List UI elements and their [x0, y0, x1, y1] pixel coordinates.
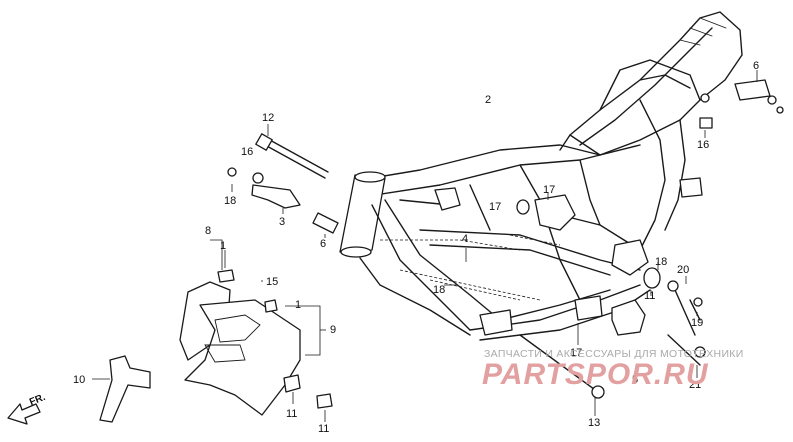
- callout-12: 12: [262, 112, 275, 124]
- callout-7: 6: [753, 60, 760, 72]
- side-cover-assembly: [179, 269, 301, 416]
- callout-1-upper: 1: [220, 240, 227, 252]
- callout-5: 5: [632, 374, 639, 386]
- watermark-logo: PARTSPOR.RU: [482, 358, 709, 391]
- callout-18-left: 18: [224, 195, 237, 207]
- callout-18-mid: 18: [433, 284, 446, 296]
- callout-11-mid: 11: [318, 423, 330, 435]
- lock-set-7: [699, 79, 784, 129]
- callout-10: 10: [73, 374, 86, 386]
- callout-20: 20: [677, 264, 690, 276]
- grommets: [283, 199, 661, 409]
- callout-14: 16: [697, 139, 710, 151]
- callout-9: 9: [330, 324, 337, 336]
- main-frame: [339, 11, 743, 341]
- callout-2: 2: [485, 94, 492, 106]
- bracket-3: [227, 167, 301, 209]
- callout-17-right: 18: [655, 256, 668, 268]
- callout-16-mid: 17: [543, 184, 556, 196]
- callout-21: 21: [689, 379, 702, 391]
- callout-1: 1: [295, 299, 302, 311]
- callout-3: 3: [279, 216, 286, 228]
- watermark-tagline: ЗАПЧАСТИ И АКСЕССУАРЫ ДЛЯ МОТОТЕХНИКИ: [484, 348, 744, 360]
- callout-17-mid: 17: [489, 201, 502, 213]
- callout-11-right: 11: [644, 290, 656, 302]
- callout-16-bottom: 17: [570, 347, 583, 359]
- bolts-right: [519, 280, 706, 399]
- callout-8: 8: [205, 225, 212, 237]
- callout-15: 15: [266, 276, 279, 288]
- front-arrow-icon: [7, 403, 41, 425]
- bolt-12: [255, 133, 329, 179]
- callout-4: 4: [462, 233, 469, 245]
- callout-13: 13: [588, 417, 601, 429]
- stand-bracket: [99, 355, 151, 423]
- callout-6: 6: [320, 238, 327, 250]
- callout-16-top: 16: [241, 146, 254, 158]
- leader-lines: [92, 70, 758, 422]
- callout-19: 19: [691, 317, 704, 329]
- collar-6: [312, 212, 339, 234]
- callout-11-left: 11: [286, 408, 298, 420]
